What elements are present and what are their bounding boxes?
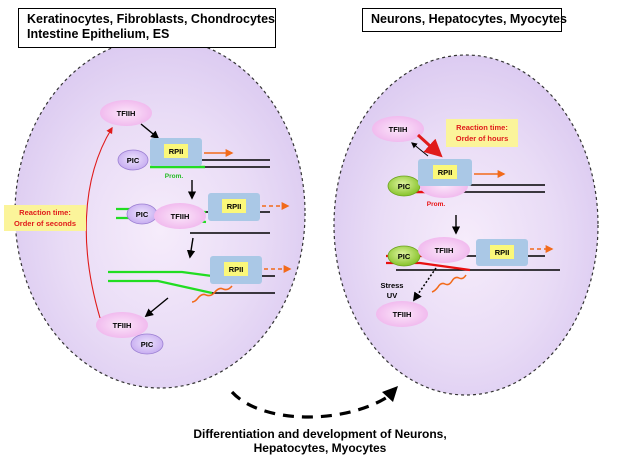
pic-label: PIC [398,182,411,191]
stress-label: Stress [381,281,404,290]
rpii-label: RPII [495,248,510,257]
right-cell: TFIIH Reaction time: Order of hours PIC … [333,54,599,396]
arrow-to-release [144,297,169,318]
right-cell-membrane [333,54,599,396]
arrow-down-2 [186,237,196,259]
left-cell-types-header: Keratinocytes, Fibroblasts, Chondrocytes… [18,8,276,48]
promoter-green [116,207,207,224]
pic-blob [117,149,149,171]
reaction-time-line2: Order of hours [456,134,509,143]
complex-2: PIC TFIIH RPII [116,193,290,234]
left-header-line1: Keratinocytes, Fibroblasts, Chondrocytes [27,12,275,26]
tfiih-blob [372,116,424,142]
tfiih-label: TFIIH [389,125,408,134]
pic-label: PIC [136,210,149,219]
arrow-stress-release [412,267,437,302]
tfiih-blob [376,301,428,327]
rpii-label: RPII [438,168,453,177]
complex-1: PIC RPII Prom. [117,138,270,180]
reaction-time-line1: Reaction time: [456,123,508,132]
right-complex-1: PIC RPII Prom. [387,159,545,208]
nascent-rna [431,274,467,293]
reaction-time-box [446,119,518,147]
nascent-rna [191,285,233,303]
rpii-label: RPII [229,265,244,274]
left-cell: TFIIH PIC RPII Prom. PIC TFIIH [4,37,306,389]
pic-blob [130,333,164,355]
right-complex-2: PIC TFIIH RPII [386,237,560,293]
tfiih-label: TFIIH [171,212,190,221]
pic-label: PIC [398,252,411,261]
prom-label: Prom. [427,201,446,208]
tfiih-blob [418,237,470,263]
rpii-core [164,144,188,158]
left-header-line2: Intestine Epithelium, ES [27,27,170,41]
rpii-label: RPII [169,147,184,156]
caption-line2: Hepatocytes, Myocytes [253,441,387,455]
reaction-time-line1: Reaction time: [19,208,71,217]
recycle-arrow [85,126,113,319]
tfiih-blob [96,312,148,338]
rpii-core [222,199,246,213]
rpii-core [433,165,457,179]
rpii-core [490,245,514,259]
right-cell-types-header: Neurons, Hepatocytes, Myocytes [362,8,567,32]
tfiih-label: TFIIH [113,321,132,330]
prom-label: Prom. [165,173,184,180]
differentiation-caption: Differentiation and development of Neuro… [120,427,520,455]
arrow-tfiih-to-rpii [140,123,160,140]
rpii-core [224,262,248,276]
arrow-slow-binding [416,133,443,158]
tfiih-blob [154,203,206,229]
reaction-time-box [4,205,86,231]
uv-label: UV [387,291,397,300]
pic-blob [387,245,421,267]
tfiih-blob [100,100,152,126]
differentiation-arrowhead [382,386,398,402]
reaction-time-line2: Order of seconds [14,219,76,228]
caption-line1: Differentiation and development of Neuro… [193,427,447,441]
tfiih-label: TFIIH [435,246,454,255]
rpii-label: RPII [227,202,242,211]
tfiih-label: TFIIH [117,109,136,118]
pic-label: PIC [141,340,154,349]
promoter-green [108,270,213,295]
right-header-text: Neurons, Hepatocytes, Myocytes [371,12,567,26]
tfiih-label: TFIIH [393,310,412,319]
complex-3: RPII [108,256,292,303]
pic-label: PIC [127,156,140,165]
differentiation-arrow [230,390,393,419]
